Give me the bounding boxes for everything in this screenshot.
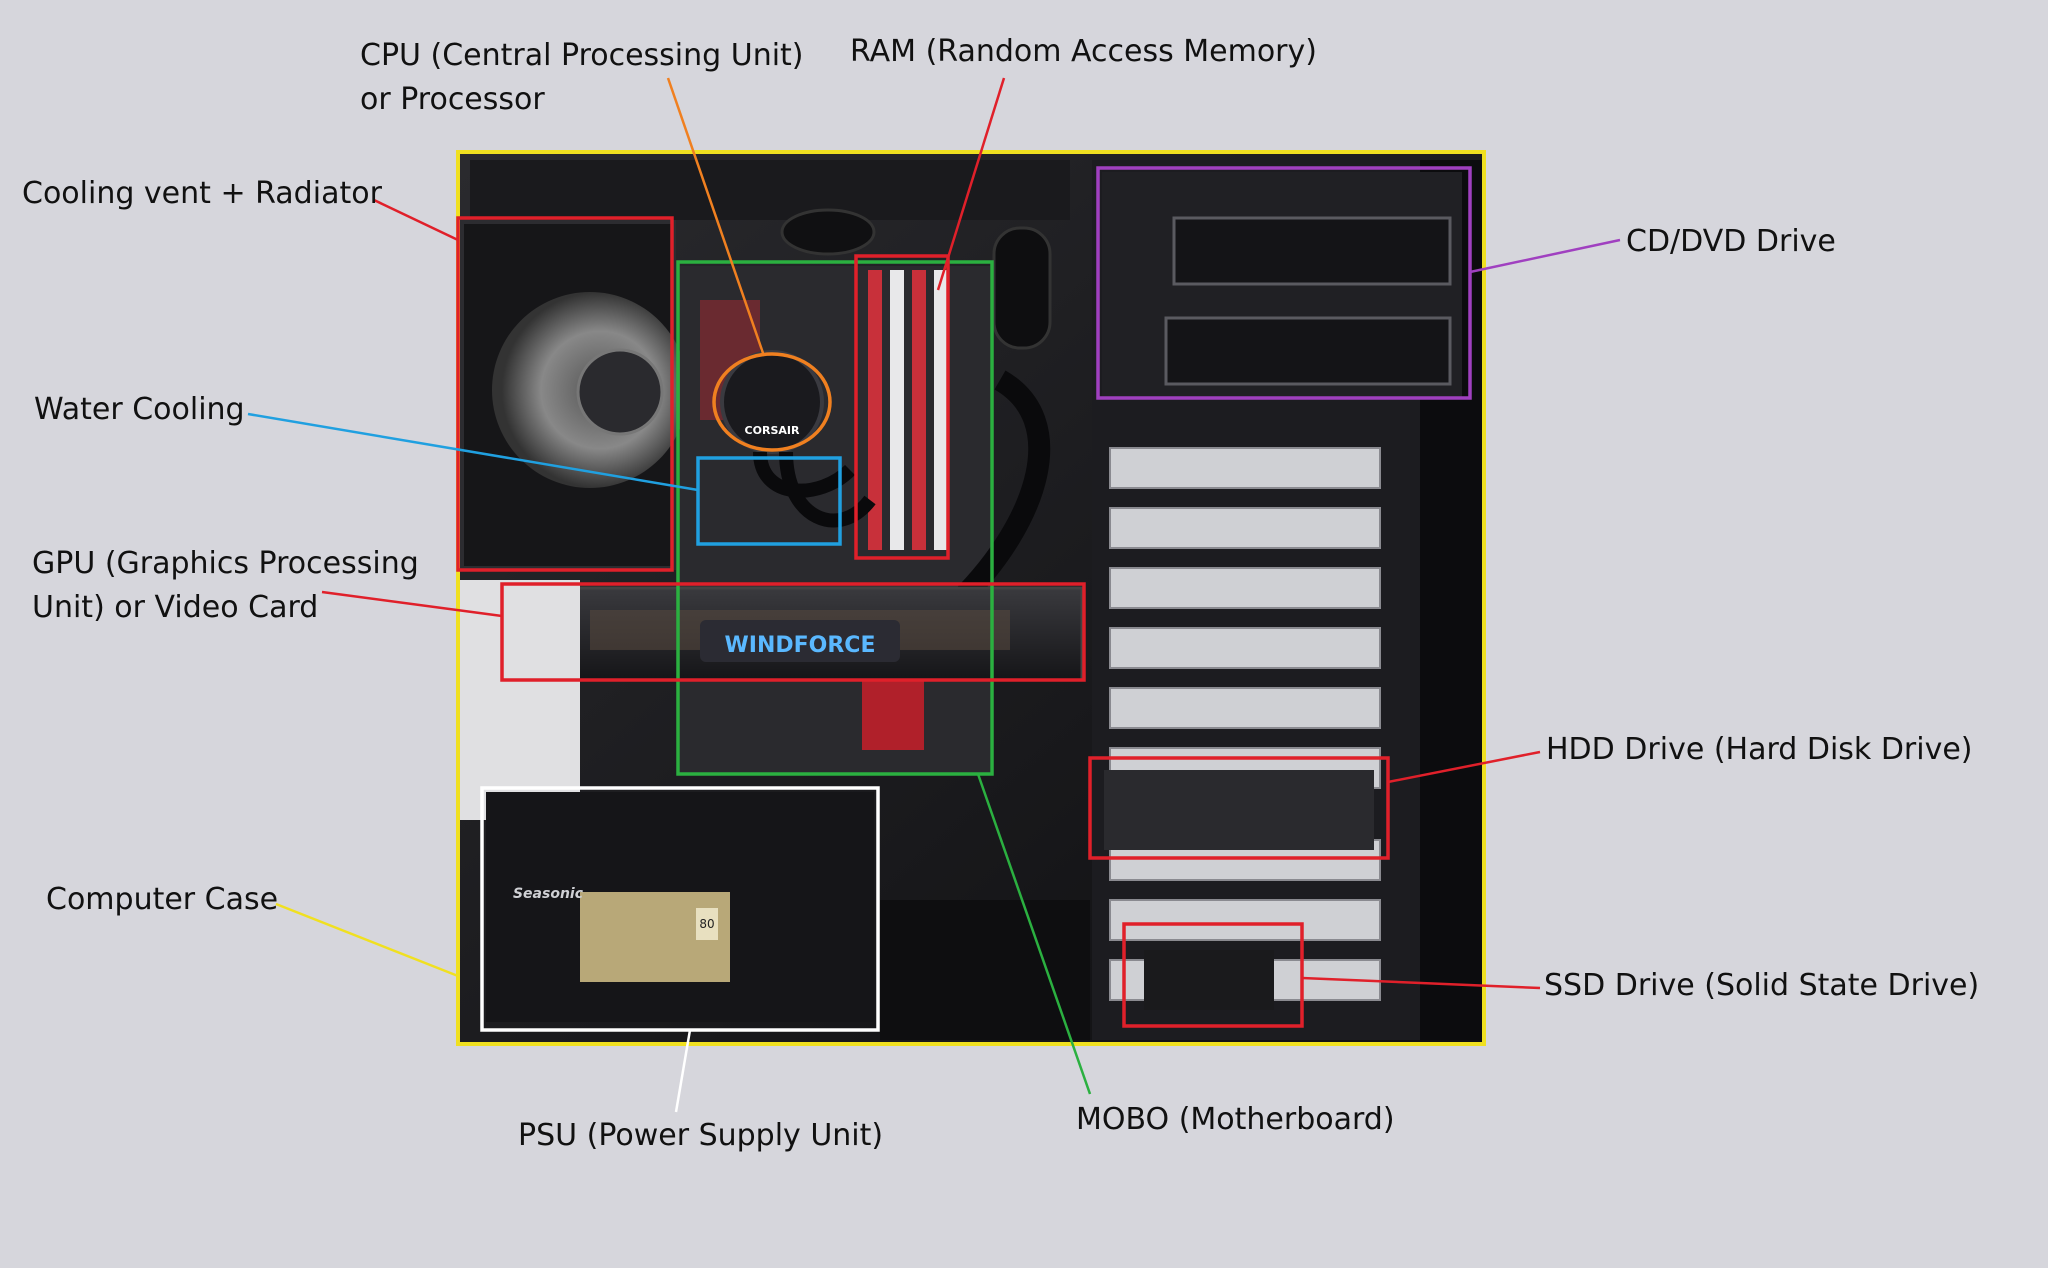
ram-stick-3 — [912, 270, 926, 550]
slot-covers — [460, 580, 580, 820]
fan-hub — [576, 348, 664, 436]
psu-leader — [674, 1029, 692, 1113]
optical-bay-1 — [1172, 216, 1452, 286]
psu-label: PSU (Power Supply Unit) — [518, 1118, 884, 1153]
mobo-label: MOBO (Motherboard) — [1076, 1102, 1395, 1137]
hdd-leader — [1387, 750, 1541, 784]
gpu-leader — [321, 590, 503, 618]
computer-photo: WINDFORCE CORSAIR 80 Seasonic — [458, 152, 1484, 1044]
psu-box — [480, 786, 880, 1032]
ram-stick-1 — [868, 270, 882, 550]
motherboard-box — [676, 260, 994, 776]
ssd-label: SSD Drive (Solid State Drive) — [1544, 968, 1980, 1003]
computer-case-leader — [275, 902, 459, 978]
optical-bay-2 — [1164, 316, 1452, 386]
ram-box — [854, 254, 950, 560]
cooling-vent-label: Cooling vent + Radiator — [22, 176, 382, 211]
psu-brand-text: Seasonic — [513, 886, 584, 902]
gpu-label: GPU (Graphics Processing Unit) or Video … — [32, 542, 419, 630]
hdd-box — [1088, 756, 1390, 860]
rear-top-panel — [470, 160, 1070, 220]
cd-dvd-box — [1096, 166, 1472, 400]
hdd-label: HDD Drive (Hard Disk Drive) — [1546, 732, 1973, 767]
water-cooling-label: Water Cooling — [34, 392, 245, 427]
cable-bundle — [952, 370, 1051, 608]
outline-boxes — [456, 150, 1486, 1046]
ram-leader — [936, 77, 1006, 291]
grommet-top — [780, 208, 876, 256]
mobo-red-accent — [862, 680, 924, 750]
ssd-in-bay — [1144, 950, 1274, 1010]
computer-case-label: Computer Case — [46, 882, 279, 917]
cpu-label-line-2: or Processor — [360, 82, 545, 117]
psu-badge-text: 80 — [699, 917, 714, 931]
cpu-label-line-1: CPU (Central Processing Unit) — [360, 38, 804, 73]
gpu-label-line-1: GPU (Graphics Processing — [32, 546, 419, 581]
cooling-vent-leader — [373, 198, 459, 242]
cpu-label: CPU (Central Processing Unit) or Process… — [360, 34, 804, 122]
ram-stick-4 — [934, 270, 948, 550]
leader-lines — [247, 77, 1621, 1113]
pump-head — [720, 350, 824, 454]
pump-logo-text: CORSAIR — [745, 424, 800, 437]
cpu-ellipse — [712, 352, 832, 452]
drive-sleds — [1109, 447, 1381, 1001]
gpu-box — [500, 582, 1086, 682]
ram-stick-2 — [890, 270, 904, 550]
cpu-leader — [666, 77, 766, 357]
water-cooling-box — [696, 456, 842, 546]
ram-label: RAM (Random Access Memory) — [850, 34, 1317, 69]
mobo-leader — [976, 773, 1092, 1095]
gpu-logo-text: WINDFORCE — [725, 633, 876, 658]
computer-case-box — [456, 150, 1486, 1046]
cd-dvd-leader — [1469, 238, 1621, 274]
ssd-box — [1122, 922, 1304, 1028]
case-floor — [880, 900, 1090, 1040]
grommet-right — [992, 226, 1052, 350]
water-tube-2 — [779, 451, 876, 528]
water-cooling-leader — [247, 412, 699, 492]
ssd-leader — [1301, 976, 1541, 990]
gpu-logo-plate — [700, 620, 900, 662]
gpu-label-line-2: Unit) or Video Card — [32, 590, 319, 625]
cd-dvd-label: CD/DVD Drive — [1626, 224, 1836, 259]
hdd-in-bay — [1104, 770, 1374, 850]
psu-badge — [696, 908, 718, 940]
cooling-vent-box — [456, 216, 674, 572]
